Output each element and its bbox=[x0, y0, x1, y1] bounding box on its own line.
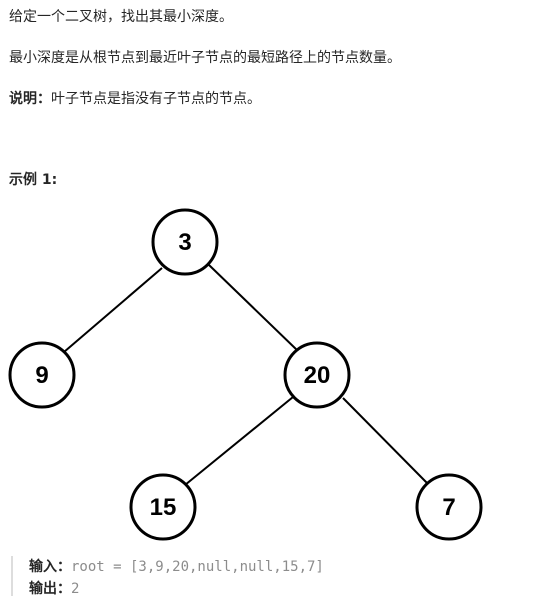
tree-node-3: 3 bbox=[151, 208, 219, 276]
tree-node-9: 9 bbox=[8, 341, 76, 409]
binary-tree-diagram: 3 9 20 15 7 bbox=[8, 208, 483, 541]
input-value: root = [3,9,20,null,null,15,7] bbox=[71, 559, 324, 575]
edge-20-7 bbox=[342, 397, 429, 485]
note-label: 说明： bbox=[9, 91, 51, 107]
tree-node-20: 20 bbox=[283, 341, 351, 409]
example-output-line: 输出：2 bbox=[29, 578, 531, 600]
example-input-line: 输入：root = [3,9,20,null,null,15,7] bbox=[29, 556, 531, 578]
input-label: 输入： bbox=[29, 559, 71, 575]
problem-note: 说明：叶子节点是指没有子节点的节点。 bbox=[9, 89, 261, 109]
tree-node-label: 20 bbox=[304, 362, 331, 389]
tree-node-label: 15 bbox=[150, 494, 177, 521]
tree-node-label: 7 bbox=[442, 494, 455, 521]
problem-definition: 最小深度是从根节点到最近叶子节点的最短路径上的节点数量。 bbox=[9, 50, 401, 66]
tree-node-7: 7 bbox=[415, 473, 483, 541]
output-value: 2 bbox=[71, 581, 80, 597]
example-code-block: 输入：root = [3,9,20,null,null,15,7] 输出：2 bbox=[11, 556, 531, 597]
edge-20-15 bbox=[184, 396, 294, 486]
output-label: 输出： bbox=[29, 581, 71, 597]
note-text: 叶子节点是指没有子节点的节点。 bbox=[51, 91, 261, 107]
edge-3-20 bbox=[208, 264, 299, 352]
edge-3-9 bbox=[63, 267, 163, 353]
problem-intro: 给定一个二叉树，找出其最小深度。 bbox=[9, 9, 233, 25]
example-title: 示例 1: bbox=[9, 172, 58, 188]
tree-node-15: 15 bbox=[129, 473, 197, 541]
tree-node-label: 9 bbox=[35, 362, 48, 389]
tree-node-label: 3 bbox=[178, 229, 191, 256]
